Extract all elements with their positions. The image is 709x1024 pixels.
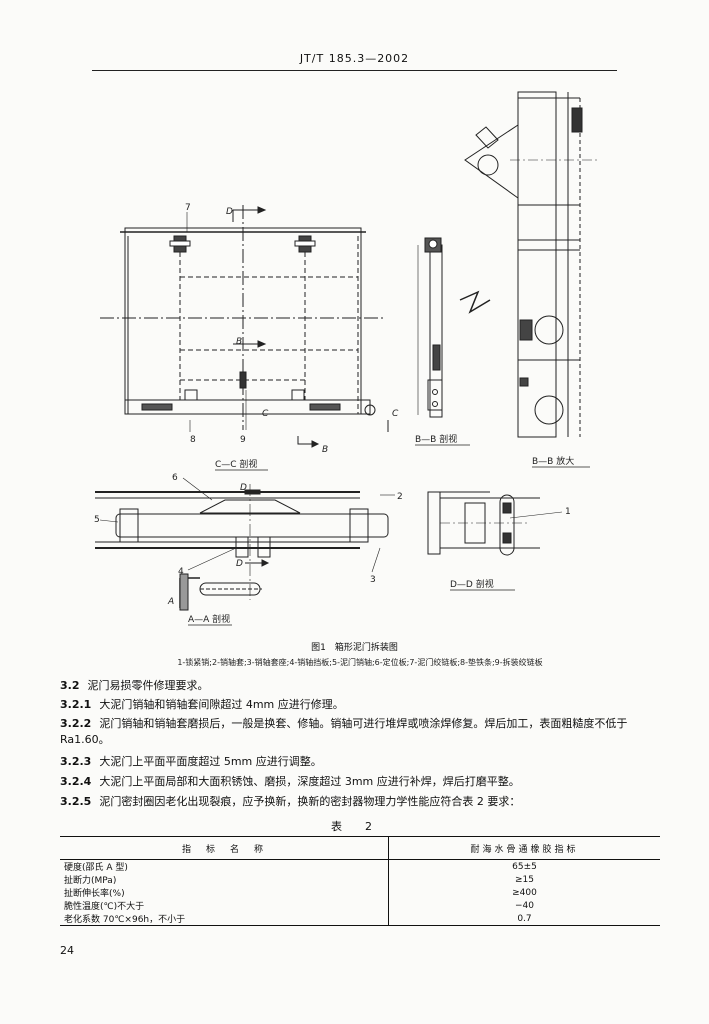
section-text: 泥门密封圈因老化出现裂痕，应予换新，换新的密封器物理力学性能应符合表 2 要求：	[99, 795, 521, 808]
section-text: 泥门销轴和销轴套磨损后，一般是换套、修轴。销轴可进行堆焊或喷涂焊修复。焊后加工，…	[60, 717, 628, 746]
cell-value: 65±5	[512, 861, 537, 872]
cell-value: 0.7	[388, 912, 660, 926]
cell-name: 硬度(邵氏 A 型)	[60, 859, 389, 873]
label-8: 8	[190, 435, 196, 445]
table-row: 扯断力(MPa) ≥15	[60, 873, 660, 886]
table-row: 老化系数 70℃×96h，不小于 0.7	[60, 912, 660, 926]
label-7: 7	[185, 203, 191, 213]
label-6: 6	[172, 473, 178, 483]
section-number: 3.2	[60, 679, 80, 692]
section-3-2-3: 3.2.3 大泥门上平面平面度超过 5mm 应进行调整。	[60, 754, 660, 770]
column-header-name: 指 标 名 称	[60, 836, 389, 860]
label-d-top: D	[226, 207, 233, 217]
view-label-aa: A—A 剖视	[188, 613, 230, 625]
aa-section-view	[179, 573, 262, 611]
label-4: 4	[178, 567, 184, 577]
section-3-2-1: 3.2.1 大泥门销轴和销轴套间隙超过 4mm 应进行修理。	[60, 697, 660, 713]
label-c-right: C	[392, 409, 399, 419]
view-label-cc: C—C 剖视	[215, 458, 257, 470]
section-number: 3.2.1	[60, 698, 92, 711]
cell-value: −40	[515, 900, 534, 911]
rubber-spec-table: 指 标 名 称 耐海水骨通橡胶指标 硬度(邵氏 A 型) 65±5 扯断力(MP…	[60, 836, 660, 926]
cell-value: ≥400	[512, 887, 537, 898]
page-number: 24	[60, 944, 74, 957]
label-9: 9	[240, 435, 246, 445]
label-2: 2	[397, 492, 403, 502]
standard-header: JT/T 185.3—2002	[299, 52, 410, 65]
label-b-bottom: B	[322, 445, 328, 455]
view-label-bb: B—B 剖视	[415, 433, 457, 445]
section-text: 泥门易损零件修理要求。	[87, 679, 209, 692]
section-3-2-4: 3.2.4 大泥门上平面局部和大面积锈蚀、磨损，深度超过 3mm 应进行补焊，焊后…	[60, 774, 660, 790]
label-d-sec-bottom: D	[236, 559, 243, 569]
section-text: 大泥门上平面局部和大面积锈蚀、磨损，深度超过 3mm 应进行补焊，焊后打磨平整。	[99, 775, 520, 788]
table-row: 脆性温度(℃)不大于 −40	[60, 899, 660, 912]
header-rule	[92, 70, 617, 71]
cell-value: ≥15	[515, 874, 534, 885]
column-header-value: 耐海水骨通橡胶指标	[388, 836, 660, 860]
figure-1-drawing: D 7 8 9 B B C C 6 5 4 2 3 1 D D A C—C 剖视…	[94, 91, 600, 626]
figure-legend: 1-锁紧销;2-销轴套;3-销轴套座;4-销轴挡板;5-泥门销轴;6-定位板;7…	[177, 658, 543, 667]
table-title: 表 2	[331, 820, 378, 833]
cell-name: 扯断伸长率(%)	[60, 886, 389, 899]
table-header-row: 指 标 名 称 耐海水骨通橡胶指标	[60, 836, 660, 860]
label-c-mid: C	[262, 409, 269, 419]
section-text: 大泥门销轴和销轴套间隙超过 4mm 应进行修理。	[99, 698, 344, 711]
cc-section-view	[95, 477, 395, 600]
bb-enlarged-view	[459, 91, 600, 438]
view-label-dd: D—D 剖视	[450, 578, 494, 590]
label-1: 1	[565, 507, 571, 517]
figure-caption: 图1 箱形泥门拆装图	[311, 643, 398, 653]
dd-section-view	[427, 491, 563, 556]
label-b-top: B	[236, 337, 242, 347]
section-3-2: 3.2 泥门易损零件修理要求。	[60, 678, 660, 694]
section-3-2-5: 3.2.5 泥门密封圈因老化出现裂痕，应予换新，换新的密封器物理力学性能应符合表 …	[60, 794, 660, 810]
table-row: 扯断伸长率(%) ≥400	[60, 886, 660, 899]
section-number: 3.2.2	[60, 717, 92, 730]
section-number: 3.2.5	[60, 795, 92, 808]
section-text: 大泥门上平面平面度超过 5mm 应进行调整。	[99, 755, 322, 768]
view-label-bb-enlarged: B—B 放大	[532, 455, 574, 467]
section-number: 3.2.4	[60, 775, 92, 788]
cell-name: 扯断力(MPa)	[60, 873, 389, 886]
section-number: 3.2.3	[60, 755, 92, 768]
table-row: 硬度(邵氏 A 型) 65±5	[60, 859, 660, 873]
bb-section-view	[417, 237, 443, 418]
front-view	[100, 205, 389, 448]
label-d-sec-top: D	[240, 483, 247, 493]
label-3: 3	[370, 575, 376, 585]
cell-name: 老化系数 70℃×96h，不小于	[60, 912, 389, 926]
label-a-left: A	[167, 597, 174, 607]
label-5: 5	[94, 515, 100, 525]
cell-name: 脆性温度(℃)不大于	[60, 899, 389, 912]
